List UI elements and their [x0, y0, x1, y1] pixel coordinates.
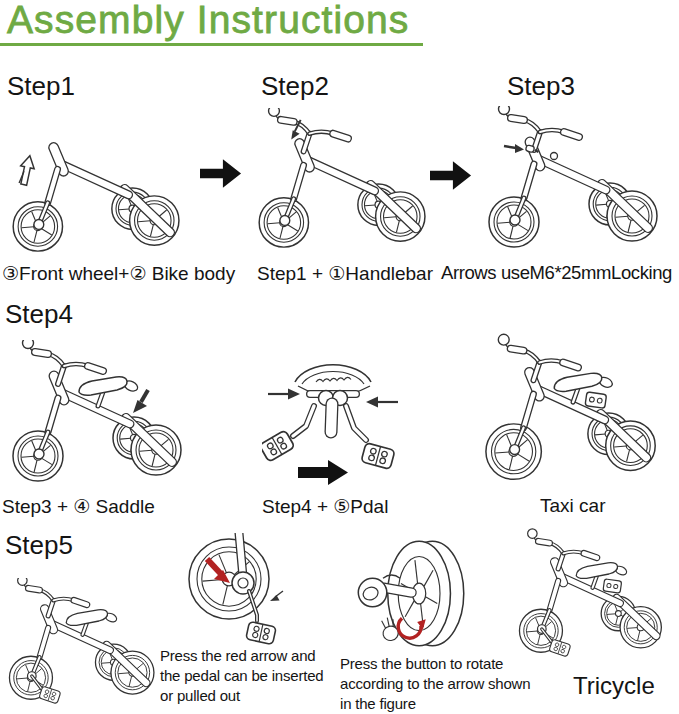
front-wheel-plus-bike-body-figure — [2, 112, 200, 260]
page-title: Assembly Instructions — [0, 1, 423, 46]
step2-heading: Step2 — [261, 71, 329, 102]
rotate-button-note: Press the button to rotate according to … — [340, 654, 530, 714]
pedal-caption: Step4 + ⑤Pdal — [262, 495, 388, 518]
bike-with-locking-screw-figure — [478, 106, 678, 256]
step3-heading: Step3 — [507, 71, 575, 102]
taxi-car-figure — [478, 332, 676, 490]
tricycle-label: Tricycle — [573, 672, 655, 700]
next-step-arrow-icon — [430, 158, 472, 193]
step5-heading: Step5 — [5, 530, 73, 561]
next-step-arrow-icon — [200, 156, 242, 191]
step2-caption: Step1 + ①Handlebar — [257, 262, 433, 285]
step3-caption: Arrows useM6*25mmLocking — [441, 262, 672, 284]
tricycle-figure — [510, 523, 679, 668]
pedal-insert-note: Press the red arrow and the pedal can be… — [160, 646, 323, 706]
step1-heading: Step1 — [7, 71, 75, 102]
pedal-assembly-figure — [262, 348, 442, 493]
step4-caption: Step3 + ④ Saddle — [2, 495, 155, 518]
wheel-rotate-button-detail-figure — [345, 533, 497, 655]
pedal-insert-detail-figure — [185, 533, 335, 655]
taxi-car-caption: Taxi car — [540, 495, 605, 517]
bike-with-saddle-figure — [2, 340, 202, 490]
step1-caption: ③Front wheel+② Bike body — [2, 262, 235, 285]
step4-heading: Step4 — [5, 299, 73, 330]
bike-with-handlebar-figure — [248, 108, 446, 256]
assembled-bike-figure — [0, 578, 172, 707]
